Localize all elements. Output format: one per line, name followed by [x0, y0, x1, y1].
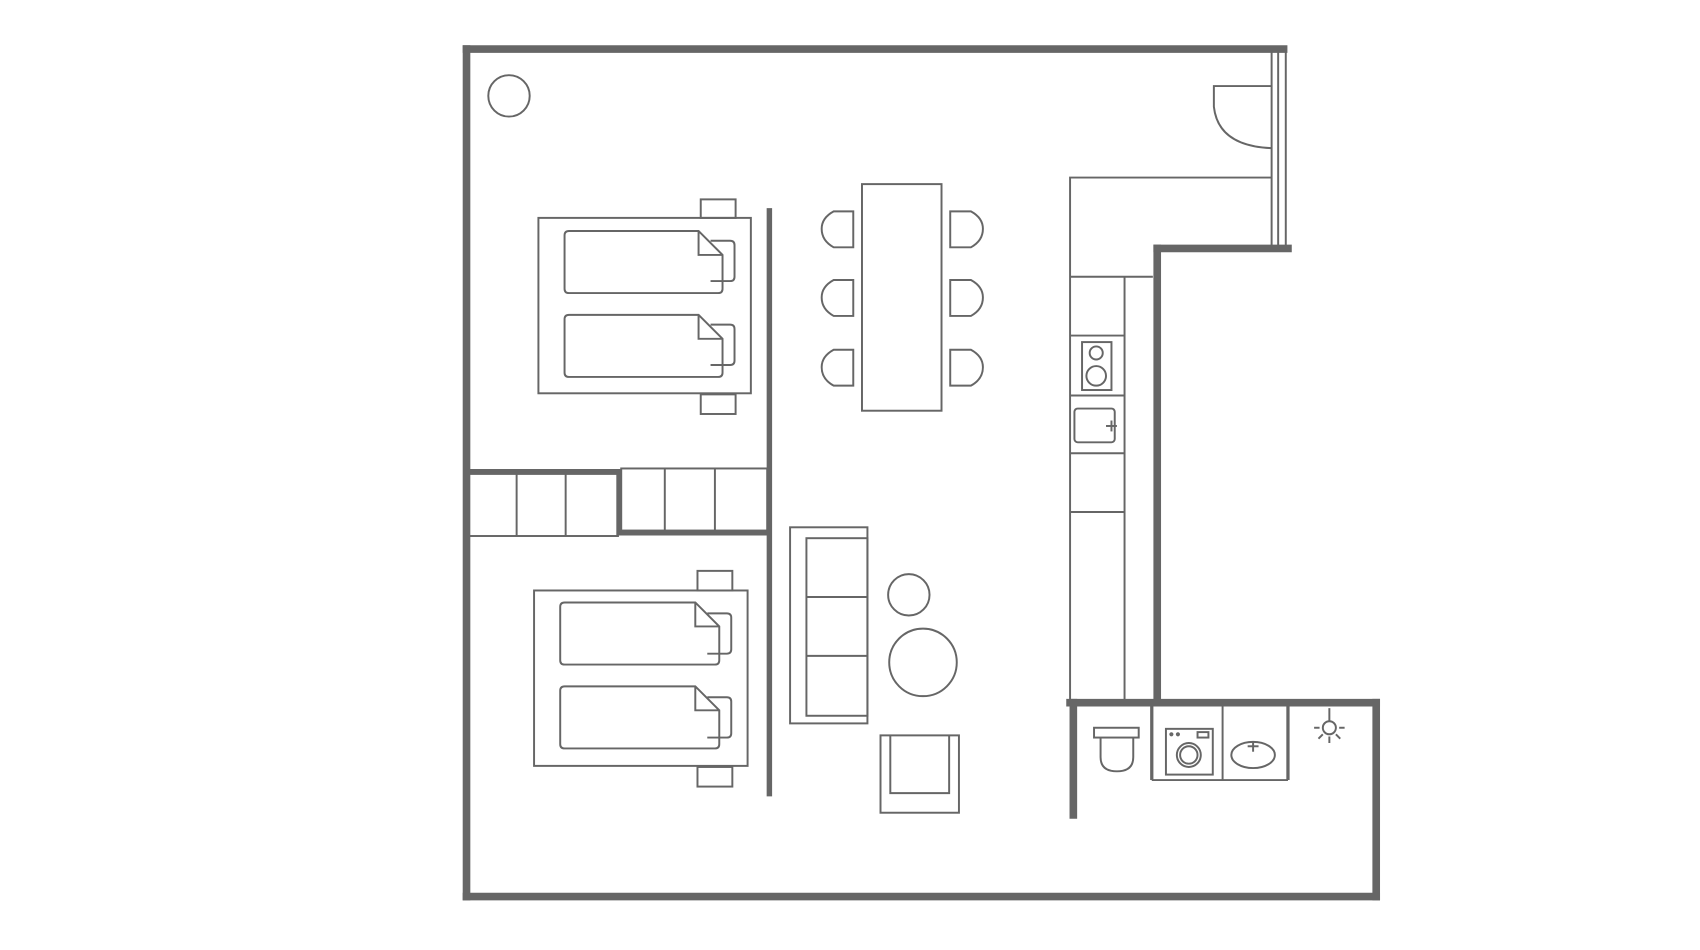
kitchen	[1069, 176, 1272, 703]
plan-line	[707, 696, 733, 739]
plan-line	[1081, 341, 1113, 392]
dining-table	[861, 183, 943, 412]
plan-line	[1175, 742, 1202, 768]
plan-line	[563, 229, 724, 295]
plan-line	[710, 323, 736, 366]
plant-pot	[487, 74, 531, 118]
plan-line	[1321, 720, 1337, 736]
closets	[467, 467, 769, 537]
toilet-icon	[1093, 726, 1140, 773]
armchair	[879, 734, 960, 814]
chair	[949, 210, 984, 249]
chair	[820, 279, 855, 317]
interior-walls	[466, 208, 773, 797]
plan-line	[1317, 733, 1324, 740]
plan-line	[563, 313, 724, 378]
washing-machine-icon	[1164, 727, 1214, 776]
chair	[949, 279, 984, 317]
chair	[949, 348, 984, 387]
plan-line	[879, 734, 960, 814]
bathroom-sink-icon	[1230, 740, 1276, 770]
plan-line	[466, 469, 770, 536]
bed-bottom	[533, 569, 749, 788]
plan-line	[537, 216, 752, 395]
bed-top	[537, 198, 752, 415]
plan-line	[710, 239, 736, 283]
kitchen-sink-icon	[1073, 407, 1117, 444]
plan-line	[1196, 731, 1210, 739]
coffee-table	[888, 627, 958, 698]
plan-line	[1179, 745, 1199, 765]
dining-set	[820, 183, 984, 412]
plan-line	[533, 589, 749, 767]
plan-line	[467, 472, 619, 537]
sofa	[789, 526, 869, 725]
plan-line	[699, 393, 737, 415]
chair	[820, 348, 855, 387]
plan-line	[1088, 345, 1104, 361]
plan-line	[1335, 733, 1341, 740]
plan-line	[805, 537, 869, 717]
plan-line	[789, 526, 869, 725]
plan-line	[889, 735, 951, 795]
plan-line	[1099, 737, 1135, 773]
living-area	[789, 526, 960, 814]
plan-line	[1150, 704, 1290, 781]
stove-icon	[1081, 341, 1113, 392]
plan-line	[620, 467, 769, 532]
plan-line	[1069, 176, 1272, 703]
plan-line	[559, 685, 721, 750]
plan-line	[707, 612, 733, 655]
bathroom	[1093, 704, 1345, 782]
chair	[820, 210, 855, 249]
plan-line	[1169, 732, 1174, 737]
side-table	[887, 573, 931, 617]
plan-line	[696, 765, 734, 788]
plan-line	[696, 569, 734, 592]
plan-line	[1093, 726, 1140, 739]
light-icon	[1314, 708, 1345, 744]
window-right	[1270, 49, 1287, 249]
entrance-door[interactable]	[1212, 85, 1272, 150]
plan-line	[559, 601, 721, 666]
plan-line	[1175, 732, 1180, 737]
plan-line	[1085, 365, 1108, 387]
plan-line	[699, 198, 737, 219]
exterior-walls	[462, 45, 1381, 901]
plan-line	[1164, 727, 1214, 776]
